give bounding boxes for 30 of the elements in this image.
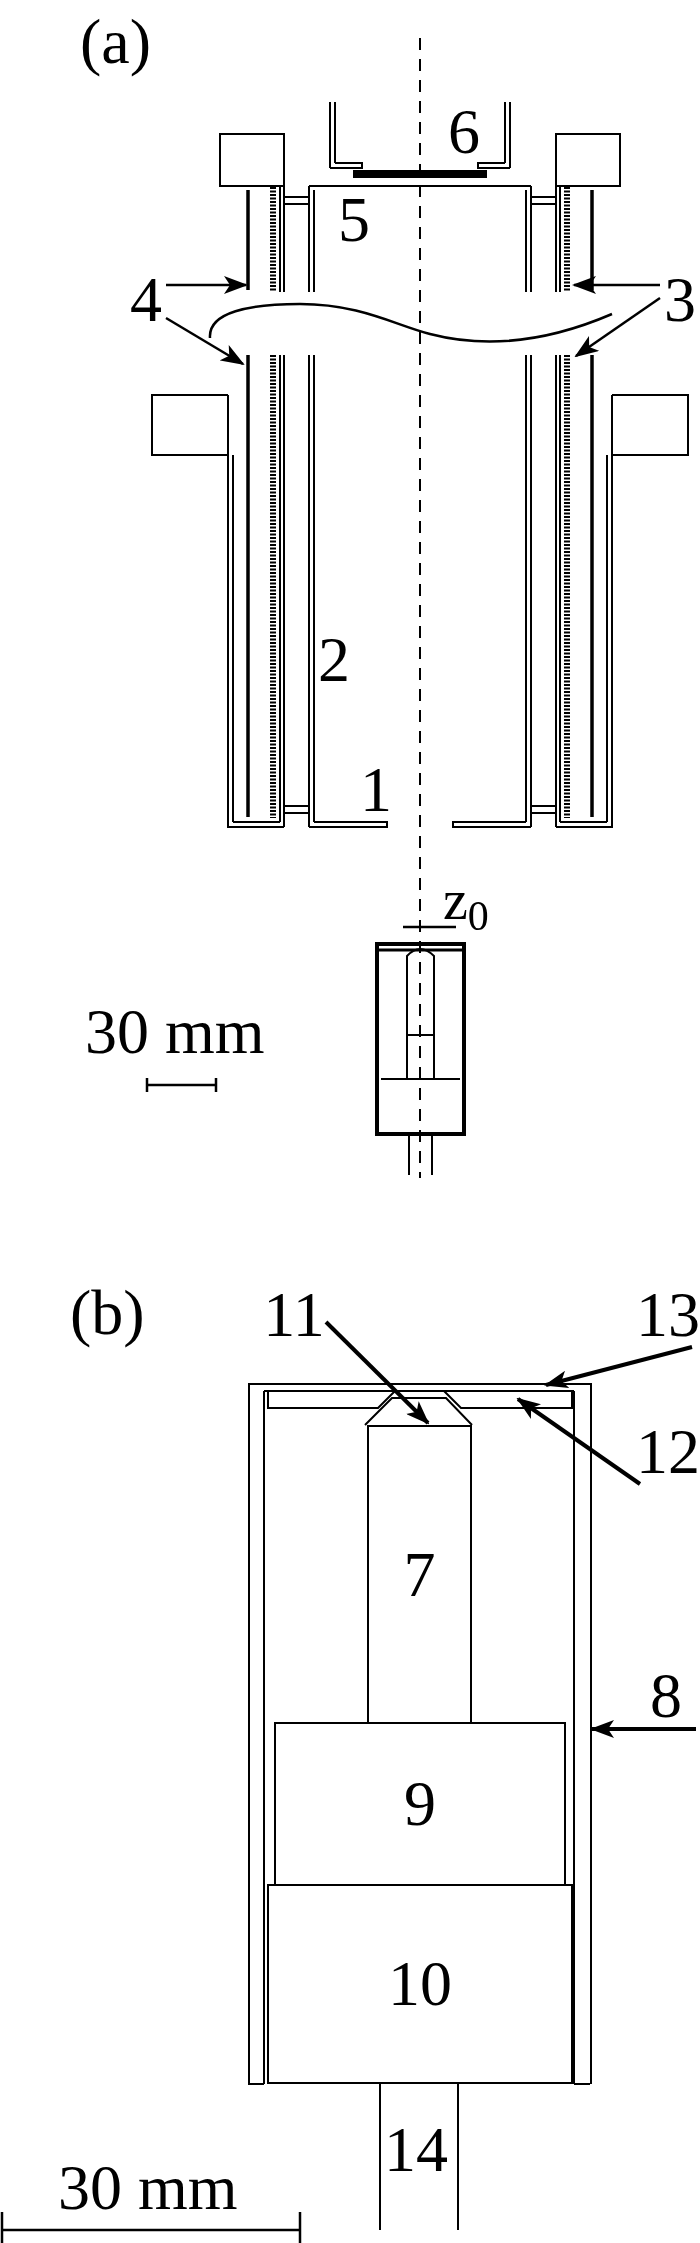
part-number: 6 xyxy=(448,100,480,164)
leader-arrow xyxy=(544,1345,693,1389)
callout-number: 8 xyxy=(636,1664,696,1729)
leader-arrow xyxy=(590,1720,696,1738)
part-number: 10 xyxy=(388,1952,452,2016)
part-number: 1 xyxy=(360,758,392,822)
callout-number: 13 xyxy=(636,1283,700,1347)
leader-arrow xyxy=(324,1320,430,1425)
housing-case xyxy=(248,1383,592,2084)
scale-label: 30 mm xyxy=(58,2156,238,2220)
scale-label: 30 mm xyxy=(85,1000,265,1064)
leader-arrow xyxy=(166,276,248,294)
callout-number: 11 xyxy=(262,1283,326,1347)
leader-arrow xyxy=(574,296,661,358)
panel-label: (a) xyxy=(80,10,152,74)
part-number: 14 xyxy=(384,2118,448,2182)
leader-arrow xyxy=(516,1397,642,1486)
cylindrical-rod xyxy=(367,1425,472,1724)
leader-arrow xyxy=(165,316,245,366)
part-number: 2 xyxy=(318,628,350,692)
leader-arrow xyxy=(572,276,660,294)
part-number: 7 xyxy=(403,1542,436,1607)
middle-block xyxy=(274,1722,566,1886)
callout-number: 3 xyxy=(660,268,700,332)
callout-number: 12 xyxy=(636,1420,700,1484)
base-block xyxy=(267,1884,573,2084)
position-label: z$_{0}$ xyxy=(443,872,489,928)
callout-number: 4 xyxy=(126,268,166,332)
part-number: 5 xyxy=(338,188,370,252)
part-number: 9 xyxy=(404,1772,436,1836)
